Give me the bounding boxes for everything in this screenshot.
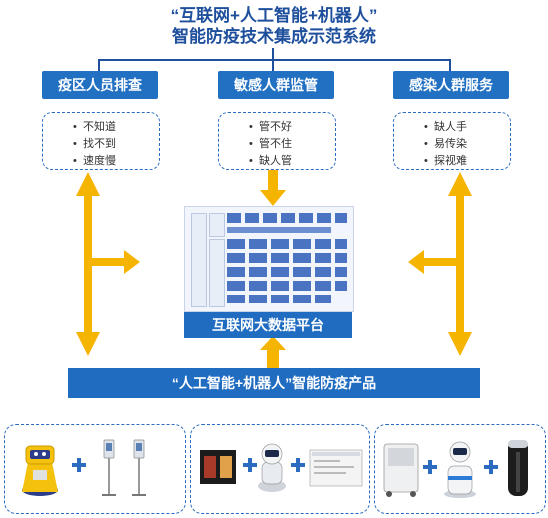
products-bar: “人工智能+机器人”智能防疫产品	[68, 368, 480, 398]
middle-down-arrow-icon	[260, 170, 286, 206]
category-box-monitoring: 敏感人群监管	[218, 71, 334, 99]
service-robot-icon	[258, 443, 286, 492]
disinfection-cabinet-icon	[383, 443, 419, 497]
problem-item: 管不好	[219, 119, 335, 136]
problem-item: 缺人管	[219, 153, 335, 170]
problem-item: 探视难	[394, 153, 510, 170]
category-box-screening: 疫区人员排查	[42, 71, 158, 99]
left-double-arrow-icon	[76, 172, 100, 356]
problem-item: 不知道	[43, 119, 159, 136]
diagram-title-line1: “互联网+人工智能+机器人”	[170, 6, 378, 25]
problem-item: 易传染	[394, 136, 510, 153]
problem-list-screening: 不知道 找不到 速度慢	[42, 112, 160, 170]
problem-item: 缺人手	[394, 119, 510, 136]
title-connector-horizontal	[98, 59, 450, 61]
problem-item: 管不住	[219, 136, 335, 153]
category-box-service: 感染人群服务	[393, 71, 509, 99]
problem-item: 找不到	[43, 136, 159, 153]
disinfection-pillar-icon	[508, 440, 528, 496]
problem-item: 速度慢	[43, 153, 159, 170]
delivery-robot-icon	[444, 441, 476, 498]
problem-list-service: 缺人手 易传染 探视难	[393, 112, 511, 170]
diagram-title-line2: 智能防疫技术集成示范系统	[172, 27, 376, 46]
thermal-camera-icon	[200, 450, 236, 484]
right-double-arrow-icon	[448, 172, 472, 356]
right-horizontal-arrow-icon	[408, 250, 456, 274]
yellow-robot-icon	[22, 445, 58, 496]
temperature-kiosk-icon	[102, 439, 146, 496]
plus-icon	[296, 458, 300, 472]
connector-middle	[272, 59, 274, 71]
platform-architecture-screenshot	[184, 206, 354, 312]
plus-icon	[428, 460, 432, 474]
problem-list-monitoring: 管不好 管不住 缺人管	[218, 112, 336, 170]
connector-left	[98, 59, 100, 71]
connector-right	[449, 59, 451, 71]
title-connector-vertical	[272, 48, 274, 60]
platform-label: 互联网大数据平台	[184, 312, 352, 338]
left-horizontal-arrow-icon	[92, 250, 140, 274]
plus-icon	[77, 458, 81, 472]
plus-icon	[248, 458, 252, 472]
plus-icon	[489, 460, 493, 474]
middle-up-arrow-icon	[260, 336, 286, 368]
software-screen-icon	[309, 449, 363, 487]
